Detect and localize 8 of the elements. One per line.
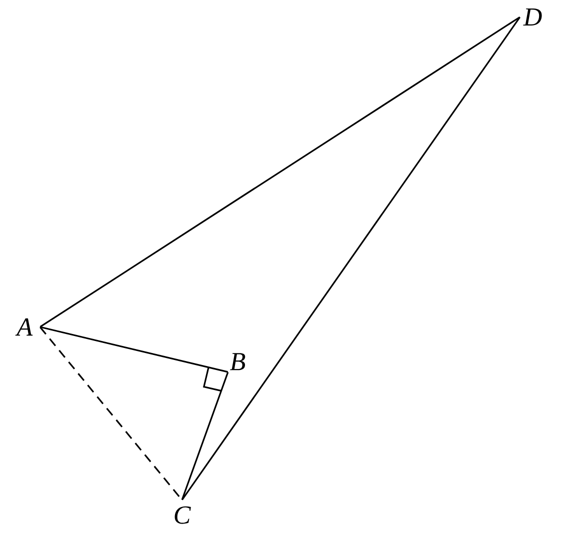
vertex-label: A	[15, 318, 33, 336]
vertex-label: C	[174, 506, 191, 524]
vertex-label: B	[230, 353, 246, 370]
line-segment	[40, 16, 520, 328]
line-segment	[40, 326, 228, 373]
vertex-label: D	[523, 8, 542, 26]
line-segment	[181, 372, 229, 500]
line-segment	[181, 16, 521, 500]
